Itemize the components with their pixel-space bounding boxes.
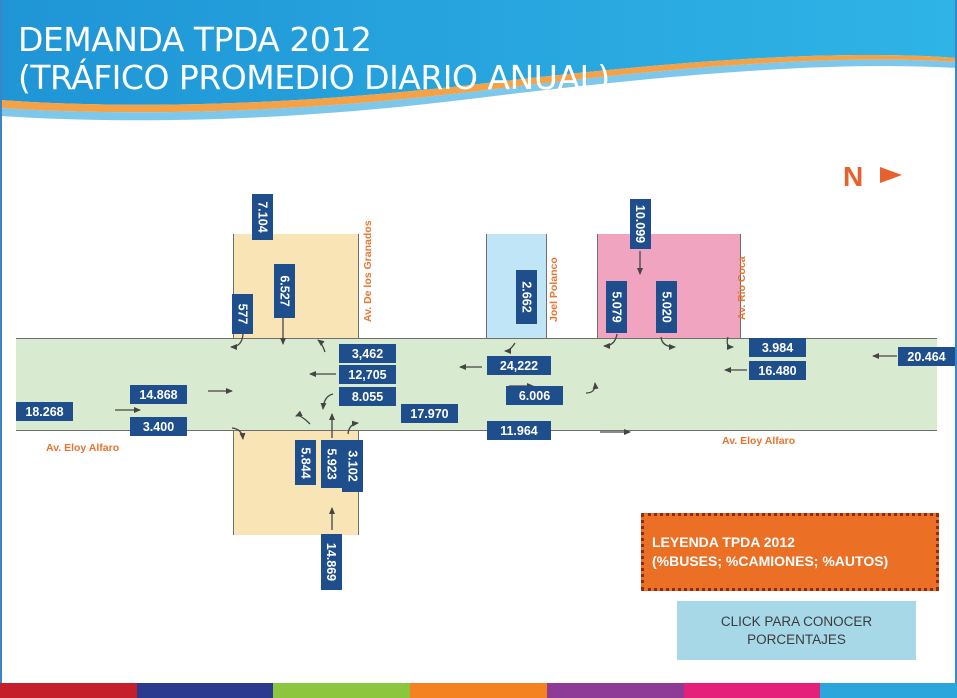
legend-title: LEYENDA TPDA 2012 bbox=[652, 534, 795, 550]
percentages-button[interactable]: CLICK PARA CONOCER PORCENTAJES bbox=[677, 601, 916, 660]
button-line-2: PORCENTAJES bbox=[747, 631, 846, 647]
frame-right-border bbox=[955, 0, 957, 698]
volume-rio-coca-north-in: 10.099 bbox=[630, 199, 651, 249]
volume-west-through: 14.868 bbox=[130, 385, 187, 404]
bar-segment-orange bbox=[410, 683, 547, 698]
legend-box: LEYENDA TPDA 2012 (%BUSES; %CAMIONES; %A… bbox=[641, 513, 939, 591]
volume-rio-coca-east-b: 16.480 bbox=[749, 361, 806, 380]
north-arrow-icon bbox=[880, 167, 902, 183]
granados-south-edge-left bbox=[233, 430, 234, 535]
bar-segment-green bbox=[273, 683, 411, 698]
bar-segment-red bbox=[0, 683, 137, 698]
bar-segment-navy bbox=[136, 683, 274, 698]
rio-coca-edge-left bbox=[597, 234, 598, 338]
volume-mid-west: 24,222 bbox=[487, 356, 551, 375]
volume-rio-coca-right: 5.020 bbox=[656, 281, 677, 333]
street-polanco: Joel Polanco bbox=[548, 257, 560, 322]
volume-mid-eastbound-lower: 11.964 bbox=[487, 421, 551, 440]
volume-east-in: 20.464 bbox=[898, 347, 955, 366]
volume-polanco-turn: 2.662 bbox=[516, 270, 537, 324]
title-line-1: DEMANDA TPDA 2012 bbox=[18, 20, 372, 59]
title-line-2: (TRÁFICO PROMEDIO DIARIO ANUAL) bbox=[18, 58, 610, 97]
volume-rio-coca-left: 5.079 bbox=[606, 281, 627, 333]
volume-granados-south-in: 14.869 bbox=[321, 534, 342, 590]
granados-north-zone bbox=[233, 234, 358, 338]
road-edge-bottom bbox=[16, 430, 937, 431]
granados-north-edge-left bbox=[233, 234, 234, 338]
volume-granados-south-a: 5.844 bbox=[295, 440, 316, 485]
volume-mid-eastbound-through: 6.006 bbox=[506, 386, 563, 405]
volume-west-right: 3.400 bbox=[130, 417, 187, 436]
header-background bbox=[0, 0, 957, 121]
bar-segment-blue bbox=[820, 683, 957, 698]
bottom-color-bar bbox=[0, 683, 957, 698]
bar-segment-magenta bbox=[683, 683, 821, 698]
volume-granados-south-c: 3.102 bbox=[342, 440, 363, 492]
north-label: N bbox=[843, 161, 864, 192]
legend-subtitle: (%BUSES; %CAMIONES; %AUTOS) bbox=[652, 553, 889, 569]
street-eloy-alfaro-right: Av. Eloy Alfaro bbox=[722, 435, 796, 447]
volume-west-in: 18.268 bbox=[16, 402, 73, 421]
street-rio-coca: Av. Río Coca bbox=[736, 256, 748, 320]
volume-center-turn: 8.055 bbox=[339, 387, 396, 406]
granados-north-edge-right bbox=[358, 234, 359, 338]
volume-granados-north-turn: 577 bbox=[232, 294, 253, 334]
volume-mid-east: 17.970 bbox=[401, 404, 458, 423]
volume-granados-south-b: 5.923 bbox=[321, 440, 342, 488]
road-edge-top bbox=[16, 338, 937, 339]
street-eloy-alfaro-left: Av. Eloy Alfaro bbox=[46, 442, 120, 454]
volume-center-through: 12,705 bbox=[339, 365, 396, 384]
street-granados: Av. De los Granados bbox=[362, 220, 374, 322]
volume-granados-north-through: 6.527 bbox=[274, 264, 295, 318]
volume-rio-coca-east-a: 3.984 bbox=[749, 338, 806, 357]
polanco-edge-right bbox=[546, 234, 547, 338]
rio-coca-edge-right bbox=[740, 234, 741, 338]
button-line-1: CLICK PARA CONOCER bbox=[720, 613, 873, 629]
volume-granados-north-in: 7.104 bbox=[252, 194, 273, 240]
volume-center-left: 3,462 bbox=[339, 344, 396, 363]
polanco-edge-left bbox=[486, 234, 487, 338]
frame-left-border bbox=[0, 0, 2, 698]
bar-segment-purple bbox=[546, 683, 684, 698]
